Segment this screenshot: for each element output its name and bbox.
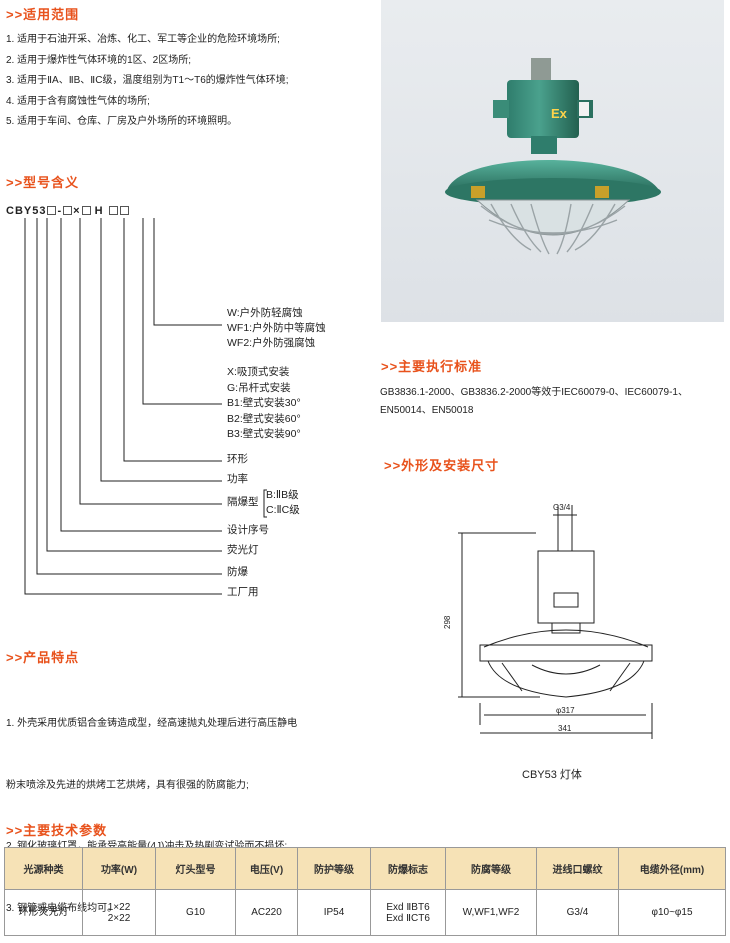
bracket-right [595, 186, 609, 198]
lamp-neck [531, 136, 557, 154]
cell-light: 环形荧光灯 [4, 889, 83, 936]
section-title-features: >>产品特点 [6, 650, 80, 665]
section-title-scope: >>适用范围 [6, 7, 80, 22]
code-box [81, 206, 91, 215]
model-fangbao: 防爆 [227, 566, 248, 578]
code-box [47, 206, 57, 215]
ex-line: Exd ⅡCT6 [386, 912, 430, 924]
ex-line: Exd ⅡBT6 [386, 901, 430, 913]
ex-marking: Ex [551, 106, 568, 121]
drawing-caption: CBY53 灯体 [522, 769, 582, 781]
cell-cap: G10 [155, 889, 236, 936]
cell-cable: φ10~φ15 [618, 889, 726, 936]
model-code: CBY53-× H [6, 205, 130, 217]
mount-label: B2:壁式安装60° [227, 412, 301, 425]
code-sep: - [57, 205, 63, 217]
cell-ip: IP54 [297, 889, 371, 936]
power-line: 1×22 [107, 901, 131, 913]
code-box [119, 206, 129, 215]
model-gebao: 隔爆型 [227, 496, 259, 508]
conduit-pipe [531, 58, 551, 82]
mount-label: B3:壁式安装90° [227, 428, 301, 440]
product-photo: Ex [381, 0, 724, 322]
table-header: 防腐等级 [445, 847, 537, 890]
lamp-rim [445, 178, 661, 206]
bracket-left [471, 186, 485, 198]
list-item: 1. 适用于石油开采、冶炼、化工、军工等企业的危险环境场所; [6, 34, 280, 45]
list-item: 4. 适用于含有腐蚀性气体的场所; [6, 95, 150, 107]
model-gongchang: 工厂用 [227, 586, 259, 598]
brace [263, 489, 267, 518]
model-yingguang: 荧光灯 [227, 544, 259, 556]
table-header: 防护等级 [297, 847, 371, 890]
wire-guard [480, 203, 626, 255]
model-leader-lines [24, 218, 222, 595]
mount-label: B1:壁式安装30° [227, 397, 301, 409]
code-prefix: CBY53 [6, 205, 47, 217]
code-times: × [73, 205, 81, 217]
model-huanxing: 环形 [227, 453, 248, 465]
table-header: 功率(W) [82, 847, 156, 890]
junction-box [507, 80, 579, 138]
dimension-drawing: G3/4 298 φ317 341 [443, 503, 653, 739]
model-gebao-c: C:ⅡC级 [266, 504, 300, 516]
table-header: 防爆标志 [370, 847, 446, 890]
section-title-dimensions: >>外形及安装尺寸 [384, 458, 500, 473]
cell-anticorr: W,WF1,WF2 [445, 889, 537, 936]
section-title-model: >>型号含义 [6, 175, 80, 190]
list-item: 2. 适用于爆炸性气体环境的1区、2区场所; [6, 54, 192, 66]
table-header-row: 光源种类 功率(W) 灯头型号 电压(V) 防护等级 防爆标志 防腐等级 进线口… [4, 847, 726, 890]
code-box [108, 206, 118, 215]
wf-label: WF2:户外防强腐蚀 [227, 337, 316, 349]
section-title-standards: >>主要执行标准 [381, 359, 483, 374]
list-item: 1. 外壳采用优质铝合金铸造成型，经高速抛丸处理后进行高压静电 [6, 718, 298, 729]
height-label: 298 [443, 615, 452, 629]
table-header: 进线口螺纹 [536, 847, 619, 890]
side-boss-left [493, 100, 509, 118]
cell-thread: G3/4 [536, 889, 619, 936]
power-line: 2×22 [107, 912, 131, 924]
params-table: 光源种类 功率(W) 灯头型号 电压(V) 防护等级 防爆标志 防腐等级 进线口… [4, 847, 726, 936]
list-item: 5. 适用于车间、仓库、厂房及户外场所的环境照明。 [6, 116, 238, 127]
plug-cap [579, 102, 589, 116]
section-title-params: >>主要技术参数 [6, 823, 108, 838]
mount-label: X:吸顶式安装 [227, 366, 290, 378]
model-gonglv: 功率 [227, 473, 248, 485]
code-box [63, 206, 73, 215]
mount-label: G:吊杆式安装 [227, 381, 291, 394]
table-header: 电缆外径(mm) [618, 847, 726, 890]
cell-voltage: AC220 [235, 889, 298, 936]
thread-label: G3/4 [553, 503, 571, 512]
code-h: H [94, 205, 104, 217]
list-item: 粉末喷涂及先进的烘烤工艺烘烤，具有很强的防腐能力; [6, 779, 249, 791]
table-header: 光源种类 [4, 847, 83, 890]
wf-label: W:户外防轻腐蚀 [227, 307, 303, 319]
scope-list: 1. 适用于石油开采、冶炼、化工、军工等企业的危险环境场所; 2. 适用于爆炸性… [6, 30, 289, 133]
model-sheji: 设计序号 [227, 524, 269, 536]
model-wf-options: W:户外防轻腐蚀 WF1:户外防中等腐蚀 WF2:户外防强腐蚀 [227, 306, 326, 351]
diameter-label: φ317 [556, 706, 575, 715]
table-header: 灯头型号 [155, 847, 236, 890]
wf-label: WF1:户外防中等腐蚀 [227, 322, 326, 334]
explosion-proof-lamp-image: Ex [445, 58, 661, 255]
model-mount-options: X:吸顶式安装 G:吊杆式安装 B1:壁式安装30° B2:壁式安装60° B3… [227, 365, 301, 443]
standards-text: GB3836.1-2000、GB3836.2-2000等效于IEC60079-0… [380, 387, 688, 416]
list-item: 2. 钢化玻璃灯罩，能承受高能量(4J)冲击及热剧变试验而不损坏; [6, 841, 288, 852]
model-gebao-b: B:ⅡB级 [266, 489, 299, 501]
width-label: 341 [558, 724, 572, 733]
list-item: 3. 适用于ⅡA、ⅡB、ⅡC级，温度组别为T1～T6的爆炸性气体环境; [6, 75, 289, 86]
table-header: 电压(V) [235, 847, 298, 890]
